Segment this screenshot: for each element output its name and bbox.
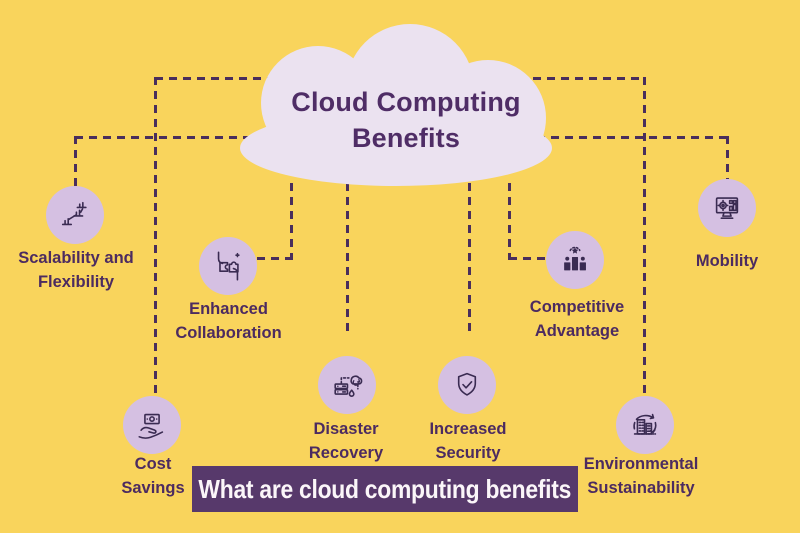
connector-disaster-vertical (346, 183, 349, 331)
icon-badge-security (438, 356, 496, 414)
connector-cost-savings-vertical (154, 77, 157, 397)
icon-badge-scalability (46, 186, 104, 244)
monitor-dashboard-icon (715, 197, 739, 220)
icon-badge-disaster-recovery (318, 356, 376, 414)
benefit-label-disaster-recovery: Disaster Recovery (308, 420, 384, 462)
connector-environmental-vertical (643, 77, 646, 396)
connector-collaboration-horizontal (257, 257, 293, 260)
benefit-label-environmental: Environmental Sustainability (583, 455, 699, 497)
benefit-label-competitive: Competitive Advantage (529, 298, 625, 340)
server-cloud-backup-icon (334, 375, 363, 397)
benefit-label-mobility: Mobility (695, 252, 759, 270)
hands-puzzle-collaboration-icon (217, 251, 240, 281)
benefit-label-collaboration: Enhanced Collaboration (175, 300, 282, 342)
hand-money-icon (138, 413, 164, 439)
icon-badge-competitive (546, 231, 604, 289)
connector-security-vertical (468, 183, 471, 331)
shield-check-icon (457, 372, 477, 396)
connector-competitive-vertical (508, 183, 511, 260)
diagram-title-line1: Cloud Computing (291, 87, 521, 117)
caption-banner: What are cloud computing benefits (192, 466, 578, 512)
benefit-label-cost-savings: Cost Savings (121, 455, 185, 497)
icon-badge-mobility (698, 179, 756, 237)
benefit-label-scalability: Scalability and Flexibility (18, 249, 134, 291)
icon-badge-collaboration (199, 237, 257, 295)
icon-badge-environmental (616, 396, 674, 454)
caption-banner-text: What are cloud computing benefits (198, 473, 572, 504)
diagram-title: Cloud Computing Benefits (276, 84, 536, 156)
benefit-label-security: Increased Security (429, 420, 507, 462)
connector-competitive-horizontal (509, 257, 547, 260)
connector-collaboration-vertical (290, 183, 293, 260)
connector-mobility-vertical (726, 136, 729, 179)
scalability-growth-nodes-icon (61, 201, 87, 226)
connector-scalability-vertical (74, 136, 77, 186)
podium-star-icon (564, 246, 586, 271)
cloud-shape (240, 24, 552, 186)
icon-badge-cost-savings (123, 396, 181, 454)
diagram-title-line2: Benefits (351, 123, 461, 153)
eco-buildings-recycle-icon (633, 413, 657, 435)
